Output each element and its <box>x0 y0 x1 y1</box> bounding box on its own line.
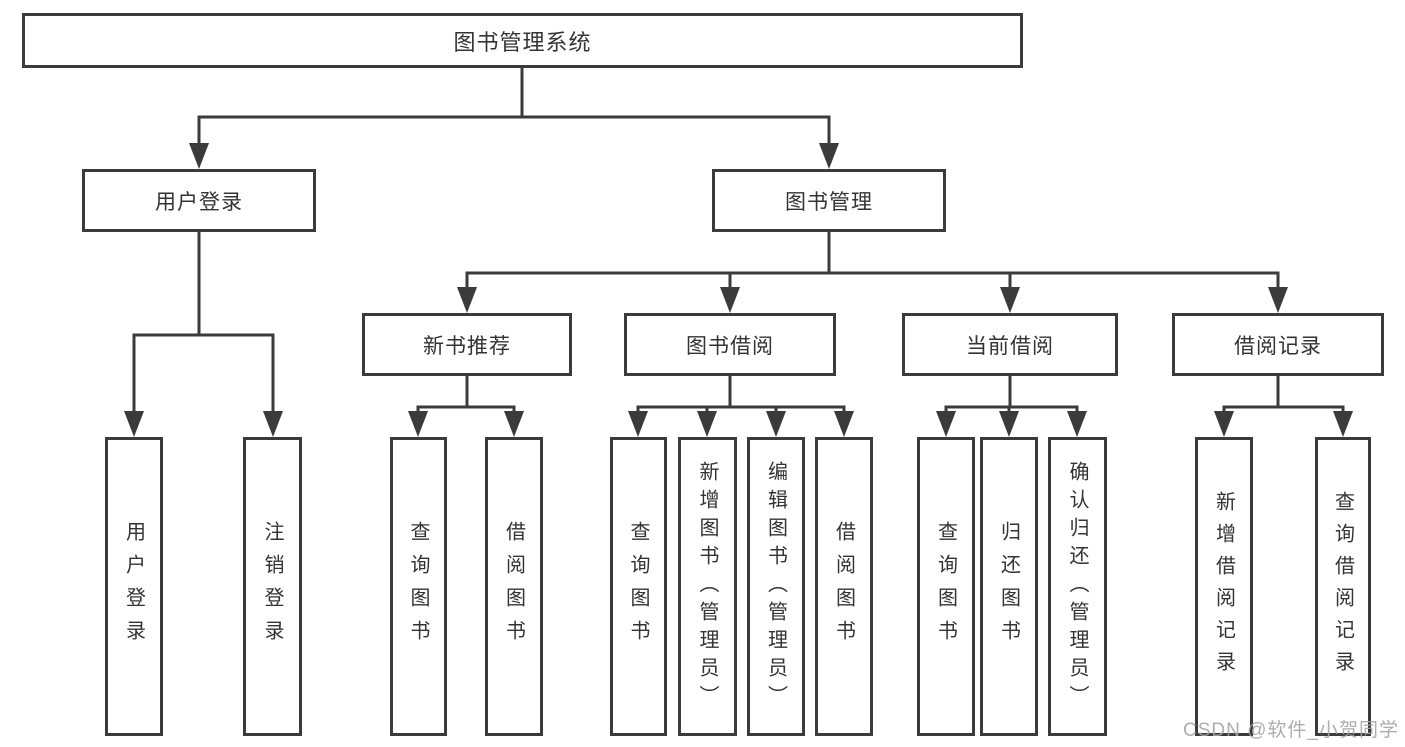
node-borrow-records: 借阅记录 <box>1172 313 1384 376</box>
leaf-edit-books-admin: 编辑图书（管理员） <box>747 437 805 736</box>
node-new-book-recommend: 新书推荐 <box>362 313 572 376</box>
node-user-login: 用户登录 <box>82 169 316 232</box>
leaf-query-borrow-record: 查询借阅记录 <box>1315 437 1371 736</box>
leaf-query-books-recommend: 查询图书 <box>390 437 447 736</box>
csdn-watermark: CSDN @软件_小贺同学 <box>1183 720 1399 741</box>
leaf-logout: 注销登录 <box>243 437 302 736</box>
leaf-add-books-admin: 新增图书（管理员） <box>678 437 737 736</box>
node-current-borrow: 当前借阅 <box>902 313 1118 376</box>
leaf-add-borrow-record: 新增借阅记录 <box>1195 437 1253 736</box>
leaf-borrow-books-recommend: 借阅图书 <box>485 437 543 736</box>
leaf-user-login: 用户登录 <box>105 437 163 736</box>
leaf-query-books-borrow: 查询图书 <box>610 437 667 736</box>
leaf-query-books-current: 查询图书 <box>917 437 975 736</box>
node-book-management: 图书管理 <box>712 169 946 232</box>
leaf-return-books: 归还图书 <box>980 437 1038 736</box>
leaf-confirm-return-admin: 确认归还（管理员） <box>1048 437 1107 736</box>
node-book-borrow: 图书借阅 <box>624 313 836 376</box>
node-library-management-system: 图书管理系统 <box>22 13 1023 68</box>
leaf-borrow-books: 借阅图书 <box>815 437 873 736</box>
